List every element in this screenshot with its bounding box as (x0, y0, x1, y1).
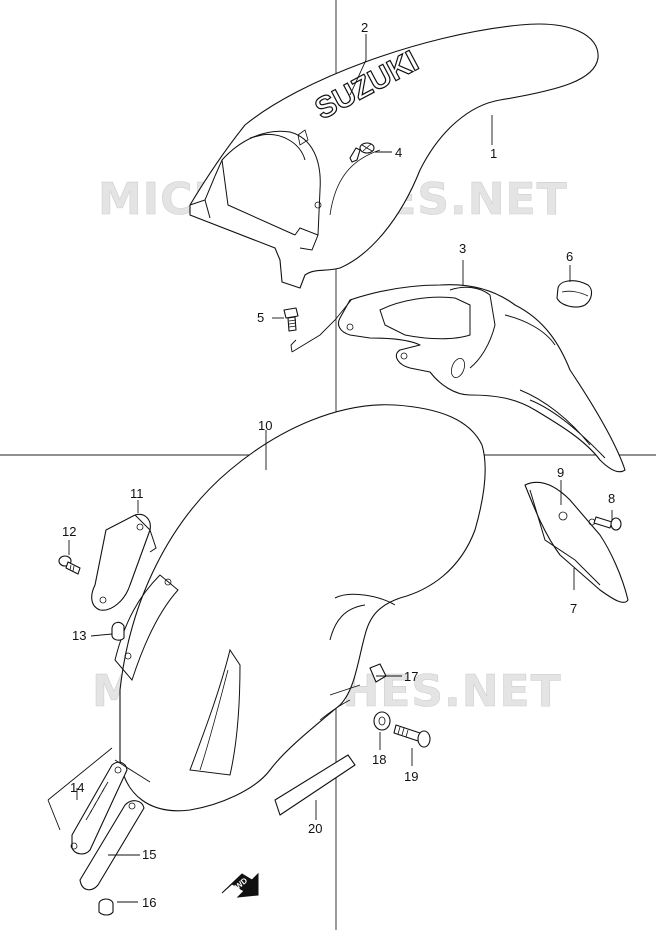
part-15-plate (79, 800, 145, 891)
callout-7: 7 (570, 601, 577, 616)
leader-lines (47, 34, 613, 903)
callout-12: 12 (62, 524, 76, 539)
callout-18: 18 (372, 752, 386, 767)
callout-14: 14 (70, 780, 84, 795)
callout-labels: 1 2 3 4 5 6 7 8 9 10 11 12 13 14 15 16 1… (62, 20, 615, 910)
callout-8: 8 (608, 491, 615, 506)
part-10-front-fender (114, 404, 486, 812)
part-6-clip (556, 280, 593, 308)
forward-direction-arrow-icon: FWD (221, 872, 259, 898)
part-16-nut (98, 898, 114, 916)
part-5-bolt (283, 307, 299, 353)
part-13-nut (111, 621, 125, 641)
part-14-bracket (70, 761, 128, 855)
part-11-bracket (91, 513, 157, 611)
part-20-decal (274, 754, 356, 816)
callout-13: 13 (72, 628, 86, 643)
part-18-washer (373, 711, 391, 731)
callout-19: 19 (404, 769, 418, 784)
callout-2: 2 (361, 20, 368, 35)
callout-20: 20 (308, 821, 322, 836)
callout-5: 5 (257, 310, 264, 325)
callout-10: 10 (258, 418, 272, 433)
part-12-screw (58, 555, 81, 575)
callout-3: 3 (459, 241, 466, 256)
callout-16: 16 (142, 895, 156, 910)
callout-1: 1 (490, 146, 497, 161)
part-8-screw (593, 516, 622, 531)
callout-9: 9 (557, 465, 564, 480)
callout-4: 4 (395, 145, 402, 160)
part-3-rear-fender (337, 284, 626, 473)
part-4-screw (349, 142, 375, 163)
callout-15: 15 (142, 847, 156, 862)
callout-6: 6 (566, 249, 573, 264)
callout-11: 11 (130, 486, 144, 501)
part-19-bolt (393, 724, 431, 748)
callout-17: 17 (404, 669, 418, 684)
part-5-leader-line (291, 298, 353, 353)
